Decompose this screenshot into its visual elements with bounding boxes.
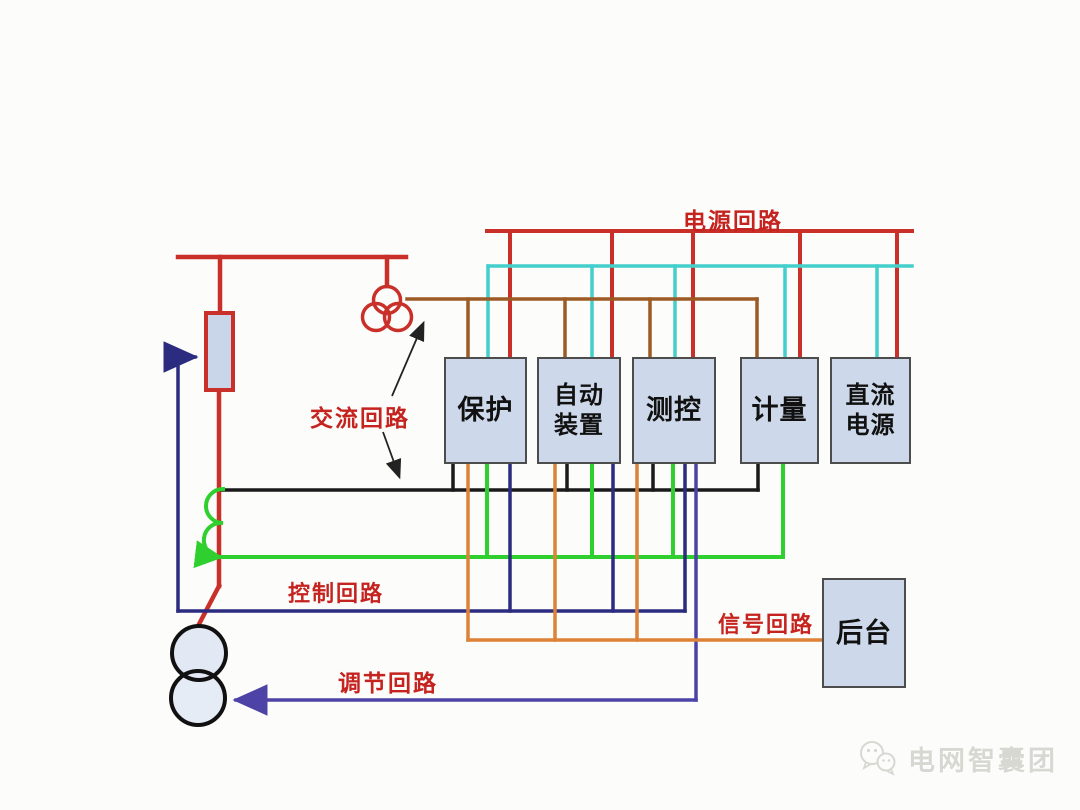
voltage-transformer-symbol xyxy=(360,284,414,333)
device-label: 自动装置 xyxy=(554,382,604,439)
device-box-measure-control: 测控 xyxy=(632,357,716,464)
power-circuit-label: 电源回路 xyxy=(683,208,783,234)
main-transformer-symbol xyxy=(169,624,228,727)
device-label: 直流电源 xyxy=(845,382,896,439)
watermark: 电网智囊团 xyxy=(856,738,1058,778)
breaker-symbol xyxy=(204,311,235,392)
backend-box: 后台 xyxy=(822,578,906,688)
regulation-circuit-label: 调节回路 xyxy=(338,670,438,696)
green-circuit-wires xyxy=(193,463,785,569)
wechat-icon xyxy=(860,741,896,776)
ac-label-arrows xyxy=(382,320,425,480)
backend-label: 后台 xyxy=(836,617,892,648)
signal-circuit-wires xyxy=(466,463,824,642)
ac-current-bus-wires xyxy=(220,463,760,492)
ac-voltage-bus-wires xyxy=(405,297,759,359)
ac-label-arrow-up xyxy=(391,320,425,397)
current-transformer-symbol xyxy=(193,486,226,569)
device-label: 保护 xyxy=(457,395,514,426)
device-box-auto-device: 自动装置 xyxy=(537,357,621,464)
ac-circuit-label: 交流回路 xyxy=(310,405,410,431)
device-label: 测控 xyxy=(646,395,702,426)
ac-label-arrow-down xyxy=(382,431,402,480)
device-box-metering: 计量 xyxy=(740,357,819,464)
regulation-circuit-wires xyxy=(232,463,698,716)
power-circuit-wires xyxy=(485,229,914,359)
control-circuit-label: 控制回路 xyxy=(288,581,385,606)
device-box-protection: 保护 xyxy=(444,357,527,464)
signal-circuit-label: 信号回路 xyxy=(718,612,815,637)
control-circuit-wires xyxy=(163,341,687,613)
watermark-text: 电网智囊团 xyxy=(908,745,1058,776)
cyan-circuit-wires xyxy=(486,264,914,359)
device-box-dc-power: 直流电源 xyxy=(830,357,911,464)
device-label: 计量 xyxy=(751,395,808,426)
